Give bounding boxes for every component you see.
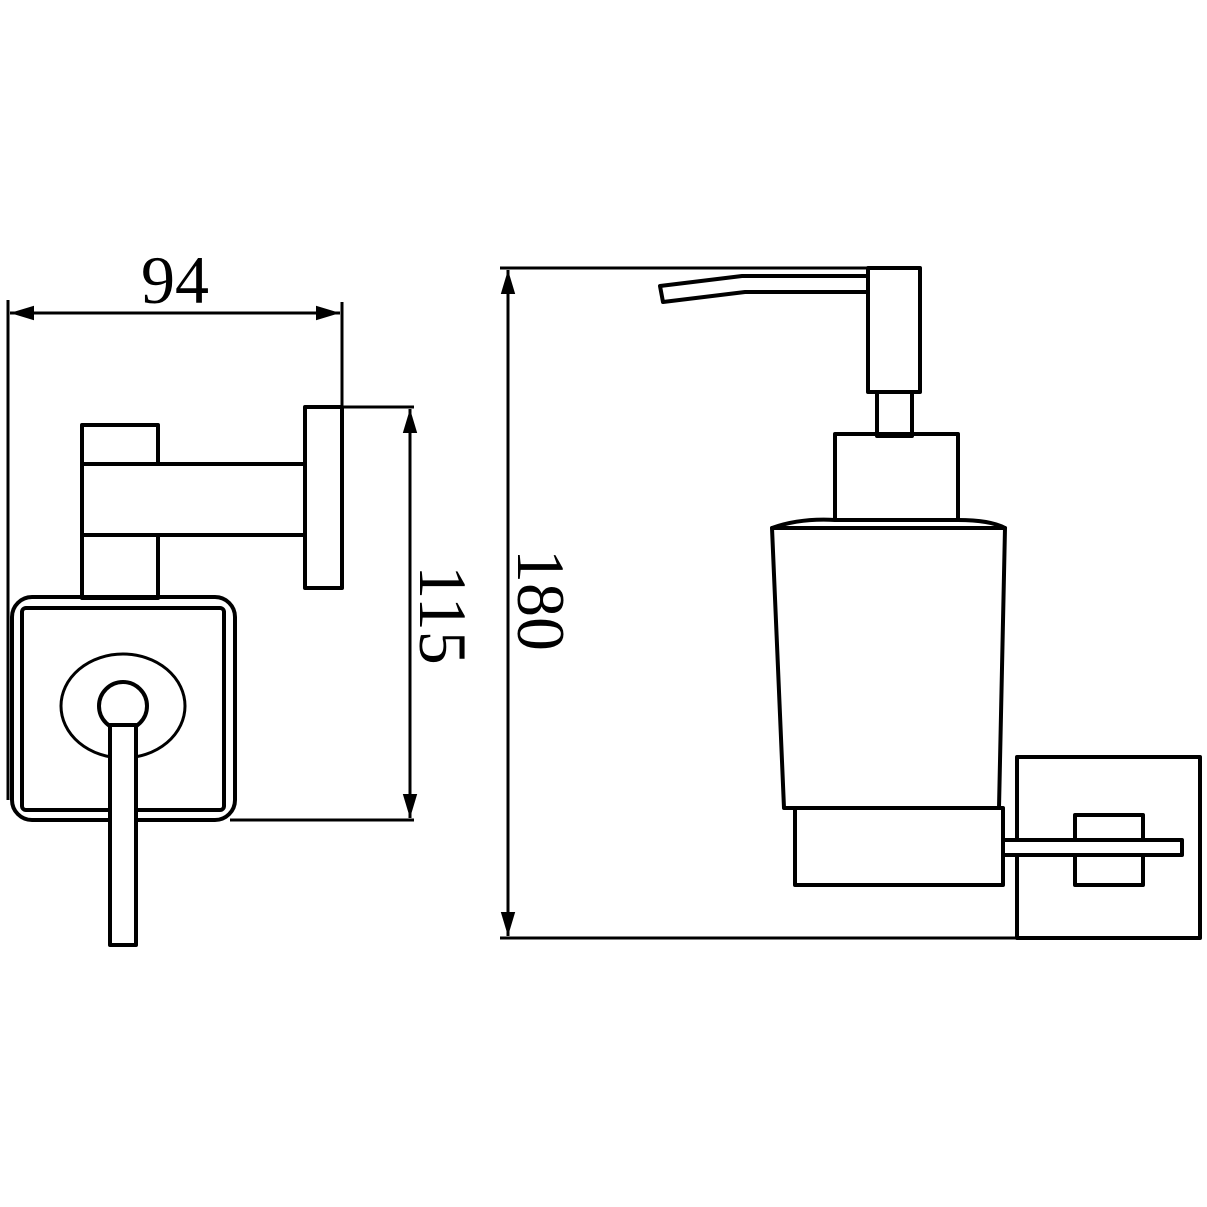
front-view: 180: [500, 266, 1202, 940]
pump-head: [866, 266, 922, 394]
spout-top: [108, 723, 138, 947]
support-arm: [80, 462, 307, 537]
side-view: 94 115: [6, 242, 481, 947]
bottle-body: [770, 526, 1007, 810]
pump-head-top: [97, 680, 149, 732]
spout: [658, 274, 870, 304]
bottle-shoulder: [770, 517, 1007, 530]
upper-block: [80, 423, 160, 466]
width-dimension-label: 94: [141, 242, 209, 318]
pump-collar: [833, 432, 960, 522]
bracket-bar: [1001, 838, 1184, 857]
holder-cup: [793, 806, 1005, 887]
pump-neck: [875, 390, 914, 438]
height-dimension-label: 115: [405, 565, 481, 664]
lower-stem: [80, 533, 160, 600]
overall-height-dimension-label: 180: [503, 549, 579, 651]
wall-flange: [303, 405, 344, 590]
